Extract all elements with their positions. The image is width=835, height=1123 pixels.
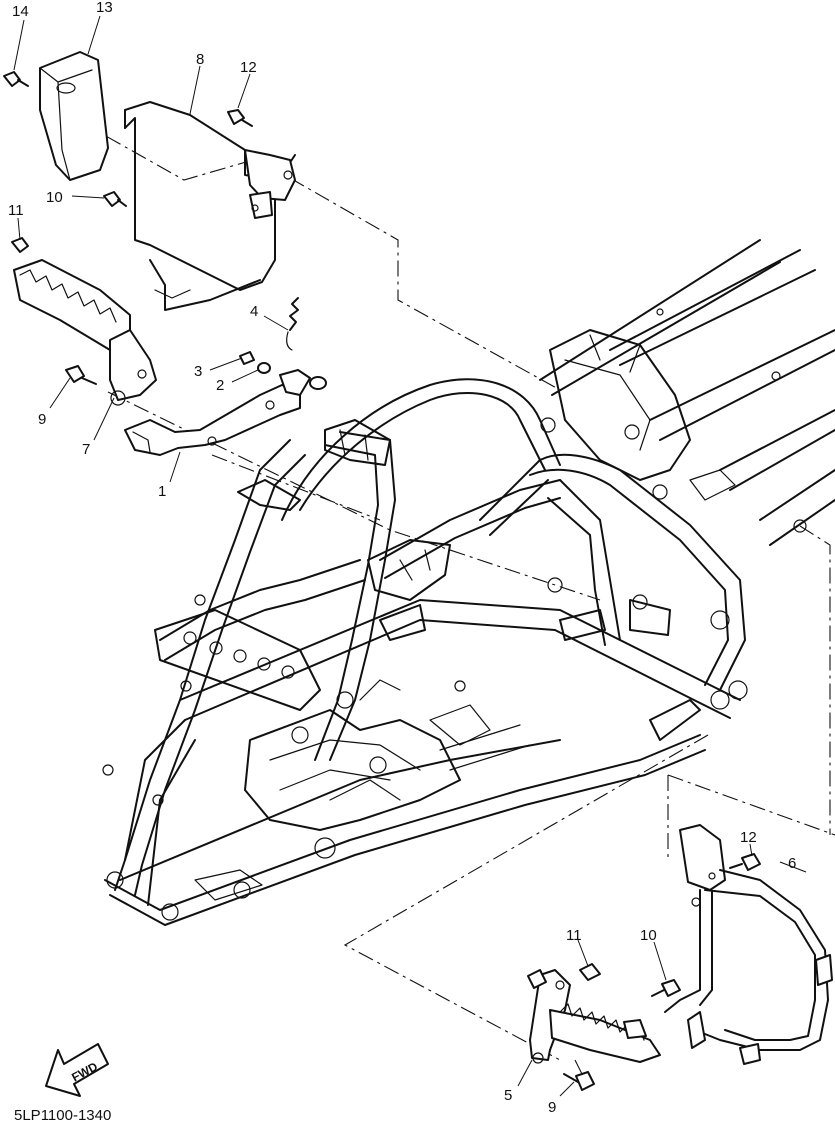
callout-1: 1: [158, 483, 166, 500]
bolt-9-left: [65, 365, 97, 385]
bolt-footpeg-5: [527, 969, 547, 989]
part-bracket-6: [664, 824, 833, 1065]
main-frame: [102, 239, 835, 926]
callout-12-right: 12: [740, 829, 757, 846]
callout-7: 7: [82, 441, 90, 458]
bolt-10-right: [651, 979, 681, 997]
callout-2: 2: [216, 377, 224, 394]
callout-9-left: 9: [38, 411, 46, 428]
bolt-12-top: [227, 109, 253, 127]
diagram-code: 5LP1100-1340: [14, 1107, 111, 1123]
bolt-14: [3, 71, 29, 87]
callout-labels: 14 13 8 12 10 11 4 3 2 9 7 1 12 6 11 10 …: [8, 0, 796, 1116]
part-brake-pedal-1: [124, 369, 327, 456]
callout-14: 14: [12, 3, 29, 20]
part-washer-2: [257, 362, 271, 374]
callout-11-right: 11: [566, 927, 582, 944]
part-footpeg-5: [529, 969, 661, 1064]
fwd-arrow-icon: FWD: [45, 1043, 109, 1097]
callout-6: 6: [788, 855, 796, 872]
part-pin-3: [239, 351, 255, 365]
callout-11-left: 11: [8, 202, 24, 219]
callout-5: 5: [504, 1087, 512, 1104]
callout-8: 8: [196, 51, 204, 68]
part-spring-4: [286, 297, 299, 351]
nut-11-left: [11, 237, 29, 253]
part-guard-13: [39, 51, 109, 181]
bolt-12-right: [729, 853, 761, 871]
part-bracket-8: [124, 101, 296, 311]
callout-12-top: 12: [240, 59, 257, 76]
callout-10-left: 10: [46, 189, 63, 206]
callout-4: 4: [250, 303, 258, 320]
callout-3: 3: [194, 363, 202, 380]
part-footpeg-7: [13, 259, 157, 406]
callout-13: 13: [96, 0, 113, 16]
bolt-9-right: [563, 1071, 595, 1091]
callout-9-right: 9: [548, 1099, 556, 1116]
callout-10-right: 10: [640, 927, 657, 944]
bolt-10-left: [103, 191, 127, 207]
assembly-dashed-lines: [55, 107, 835, 1081]
callout-leaders: [13, 15, 807, 1097]
nut-11-right: [579, 963, 601, 981]
